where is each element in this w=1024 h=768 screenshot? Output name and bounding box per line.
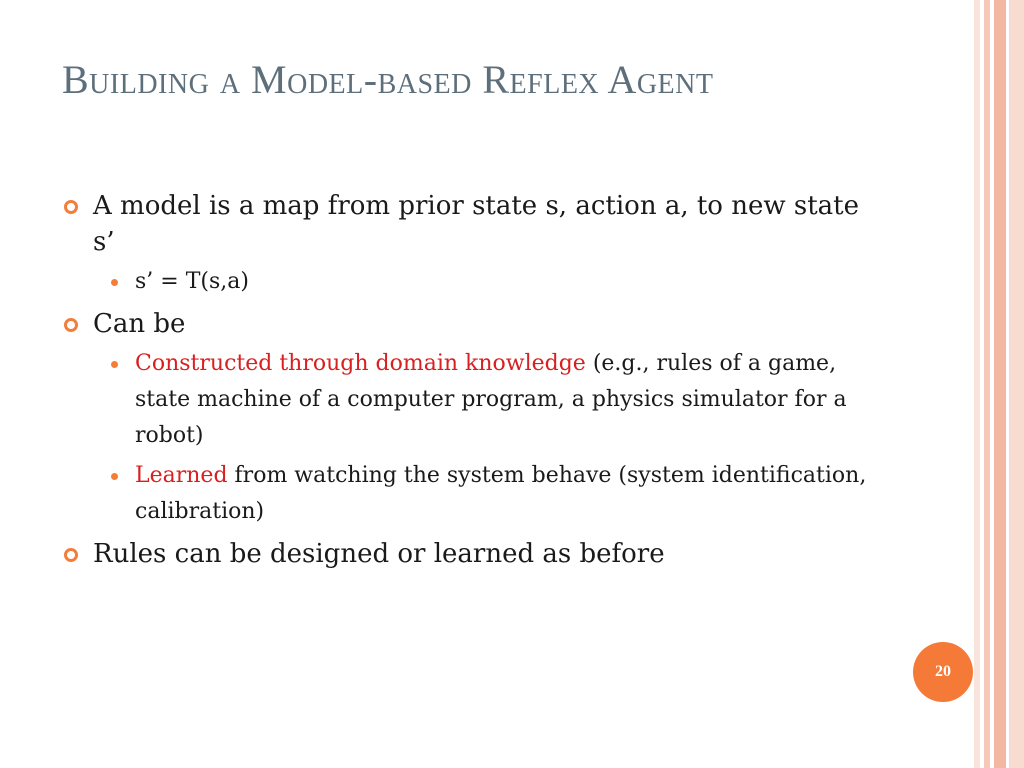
highlighted-text: Constructed through domain knowledge — [135, 351, 586, 376]
sub-bullet-text: from watching the system behave (system … — [135, 463, 867, 524]
stripe — [974, 0, 980, 768]
slide-title: Building a Model-based Reflex Agent — [62, 57, 714, 102]
stripe — [980, 0, 984, 768]
bullet-item-model-definition: A model is a map from prior state s, act… — [62, 188, 882, 300]
sub-bullet-list: s’ = T(s,a) — [93, 264, 882, 300]
slide-content: A model is a map from prior state s, act… — [62, 188, 882, 578]
stripe — [990, 0, 994, 768]
ring-bullet-icon — [64, 318, 78, 332]
bullet-text: Rules can be designed or learned as befo… — [93, 539, 665, 569]
sub-bullet-item-transition: s’ = T(s,a) — [93, 264, 882, 300]
bullet-text: A model is a map from prior state s, act… — [93, 191, 859, 257]
sub-bullet-item-learned: Learned from watching the system behave … — [93, 458, 882, 530]
bullet-text: Can be — [93, 309, 186, 339]
sub-bullet-list: Constructed through domain knowledge (e.… — [93, 346, 882, 530]
stripe — [1009, 0, 1024, 768]
dot-bullet-icon — [111, 473, 118, 480]
sub-bullet-item-constructed: Constructed through domain knowledge (e.… — [93, 346, 882, 454]
page-number-badge: 20 — [913, 642, 973, 702]
page-number: 20 — [935, 663, 951, 680]
highlighted-text: Learned — [135, 463, 228, 488]
dot-bullet-icon — [111, 361, 118, 368]
sub-bullet-text: s’ = T(s,a) — [135, 269, 249, 294]
stripe — [984, 0, 990, 768]
bullet-list: A model is a map from prior state s, act… — [62, 188, 882, 572]
stripe — [1006, 0, 1009, 768]
ring-bullet-icon — [64, 200, 78, 214]
bullet-item-rules: Rules can be designed or learned as befo… — [62, 536, 882, 572]
dot-bullet-icon — [111, 279, 118, 286]
bullet-item-can-be: Can be Constructed through domain knowle… — [62, 306, 882, 530]
decorative-side-stripes — [974, 0, 1024, 768]
sub-bullet-text: (e.g., rules of a game, state machine of… — [135, 351, 847, 448]
stripe — [994, 0, 1006, 768]
ring-bullet-icon — [64, 548, 78, 562]
